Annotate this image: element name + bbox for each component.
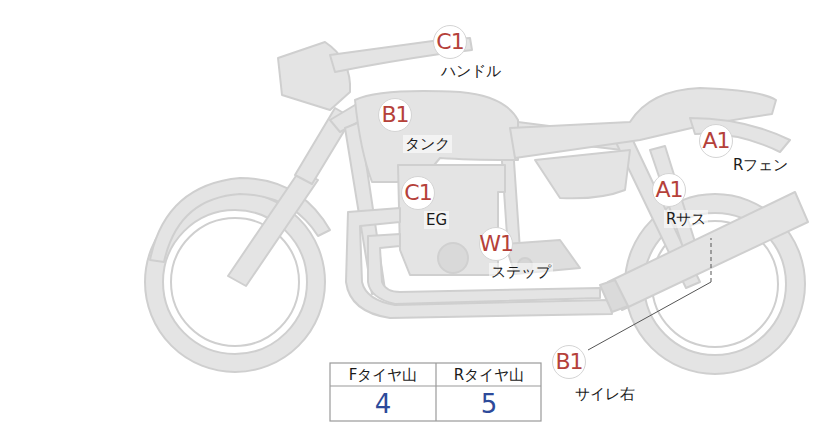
part-name: ステップ (489, 263, 553, 281)
callout-circle: A1Rサス (652, 173, 686, 207)
callout-circle: C1EG (401, 176, 435, 210)
table-header: Fタイヤ山 (349, 366, 418, 385)
tyre-table (330, 363, 541, 421)
callout-code: B1 (553, 346, 585, 378)
part-name: サイレ右 (573, 385, 637, 403)
part-name: Rサス (664, 210, 708, 228)
tread-depth: 5 (481, 389, 498, 419)
part-name: EG (424, 211, 449, 229)
callout-code: W1 (480, 228, 512, 260)
callout-circle: C1ハンドル (433, 25, 467, 59)
callout-circle: A1Rフェン (699, 124, 733, 158)
part-name: ハンドル (439, 62, 503, 80)
callout-code: C1 (434, 26, 466, 58)
tread-depth: 4 (375, 389, 392, 419)
callout-circle: B1サイレ右 (552, 345, 586, 379)
callout-code: A1 (653, 174, 685, 206)
callout-code: B1 (379, 99, 411, 131)
table-header: Rタイヤ山 (454, 366, 524, 385)
part-name: タンク (403, 135, 452, 153)
callout-circle: B1タンク (378, 98, 412, 132)
part-name: Rフェン (731, 156, 790, 174)
callout-code: A1 (700, 125, 732, 157)
callout-code: C1 (402, 177, 434, 209)
callout-circle: W1ステップ (479, 227, 513, 261)
